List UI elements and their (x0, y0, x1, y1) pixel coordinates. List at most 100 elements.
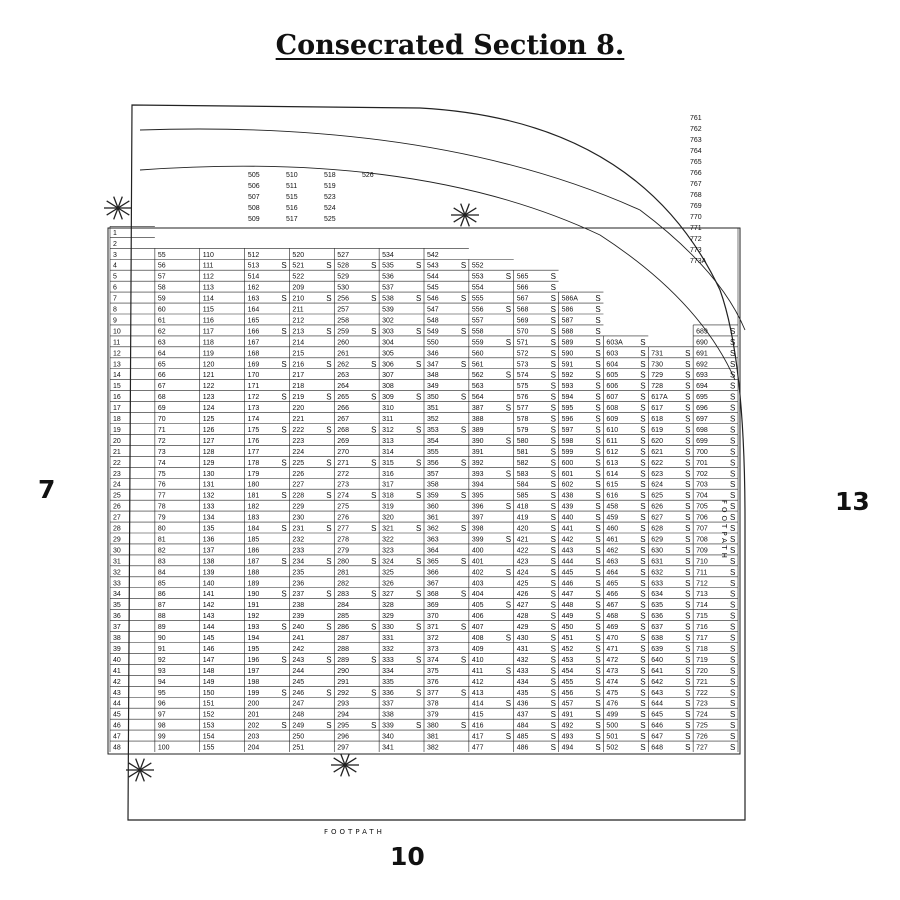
plot-number: 451 (562, 635, 574, 642)
radial-plot-number: 761 (690, 115, 702, 122)
plot-number: 463 (606, 558, 618, 565)
plot-number: 244 (292, 668, 304, 675)
plot-marker: S (326, 261, 331, 270)
plot-number: 368 (427, 591, 439, 598)
plot-marker: S (506, 371, 511, 380)
plot-number: 203 (248, 734, 260, 741)
plot-number: 714 (696, 602, 708, 609)
plot-number: 359 (427, 493, 439, 500)
plot-marker: S (730, 436, 735, 445)
plot-marker: S (281, 557, 286, 566)
plot-number: 435 (517, 690, 529, 697)
plot-number: 584 (517, 482, 529, 489)
plot-marker: S (416, 721, 421, 730)
plot-number: 279 (337, 547, 349, 554)
plot-number: 699 (696, 438, 708, 445)
plot-number: 625 (651, 493, 663, 500)
plot-marker: S (326, 524, 331, 533)
plot-number: 557 (472, 317, 484, 324)
plot-number: 602 (562, 482, 574, 489)
plot-number: 373 (427, 646, 439, 653)
plot-number: 465 (606, 580, 618, 587)
plot-marker: S (416, 491, 421, 500)
plot-marker: S (685, 502, 690, 511)
plot-marker: S (640, 579, 645, 588)
plot-number: 472 (606, 657, 618, 664)
plot-marker: S (595, 513, 600, 522)
plot-marker: S (551, 491, 556, 500)
plot-number: 623 (651, 471, 663, 478)
plot-marker: S (551, 360, 556, 369)
plot-number: 552 (472, 263, 484, 270)
plot-number: 619 (651, 427, 663, 434)
plot-number: 171 (248, 383, 260, 390)
plot-marker: S (281, 491, 286, 500)
plot-number: 72 (158, 438, 166, 445)
plot-number: 30 (113, 547, 121, 554)
plot-marker: S (506, 272, 511, 281)
plot-marker: S (281, 327, 286, 336)
radial-plot-number: 762 (690, 126, 702, 133)
plot-marker: S (416, 425, 421, 434)
plot-number: 719 (696, 657, 708, 664)
plot-number: 192 (248, 613, 260, 620)
plot-number: 266 (337, 405, 349, 412)
arc-plots: 7617627637647657667677687697707717727737… (248, 115, 707, 265)
plot-number: 88 (158, 613, 166, 620)
plot-number: 312 (382, 427, 394, 434)
plot-marker: S (730, 360, 735, 369)
plot-marker: S (461, 590, 466, 599)
plot-number: 217 (292, 372, 304, 379)
plot-number: 284 (337, 602, 349, 609)
plot-number: 516 (286, 205, 298, 212)
plot-number: 319 (382, 504, 394, 511)
plot-number: 414 (472, 701, 484, 708)
plot-number: 536 (382, 274, 394, 281)
plot-number: 607 (606, 394, 618, 401)
plot-number: 640 (651, 657, 663, 664)
plot-number: 506 (248, 183, 260, 190)
plot-number: 237 (292, 591, 304, 598)
plot-number: 606 (606, 383, 618, 390)
plot-marker: S (730, 688, 735, 697)
plot-number: 76 (158, 482, 166, 489)
plot-number: 193 (248, 624, 260, 631)
plot-marker: S (281, 360, 286, 369)
plot-number: 361 (427, 515, 439, 522)
plot-marker: S (640, 546, 645, 555)
plot-number: 13 (113, 361, 121, 368)
plot-number: 525 (324, 216, 336, 223)
plot-number: 535 (382, 263, 394, 270)
plot-number: 235 (292, 569, 304, 576)
plot-marker: S (371, 590, 376, 599)
plot-marker: S (551, 513, 556, 522)
plot-number: 230 (292, 515, 304, 522)
plot-number: 225 (292, 460, 304, 467)
plot-number: 115 (203, 307, 214, 314)
plot-number: 382 (427, 745, 439, 752)
plot-number: 707 (696, 526, 708, 533)
plot-marker: S (685, 568, 690, 577)
plot-marker: S (685, 382, 690, 391)
plot-number: 519 (324, 183, 336, 190)
plot-number: 637 (651, 624, 663, 631)
plot-number: 260 (337, 339, 349, 346)
plot-number: 509 (248, 216, 260, 223)
plot-number: 70 (158, 416, 166, 423)
plot-number: 639 (651, 646, 663, 653)
plot-marker: S (730, 666, 735, 675)
plot-marker: S (730, 590, 735, 599)
plot-marker: S (730, 732, 735, 741)
plot-number: 441 (562, 526, 574, 533)
plot-marker: S (685, 404, 690, 413)
plot-number: 261 (337, 350, 349, 357)
section-label-right: 13 (835, 487, 870, 516)
plot-number: 556 (472, 307, 484, 314)
plot-number: 322 (382, 536, 394, 543)
plot-marker: S (595, 721, 600, 730)
plot-number: 151 (203, 701, 215, 708)
plot-number: 530 (337, 285, 349, 292)
plot-number: 135 (203, 526, 215, 533)
plot-marker: S (685, 710, 690, 719)
plot-marker: S (551, 272, 556, 281)
